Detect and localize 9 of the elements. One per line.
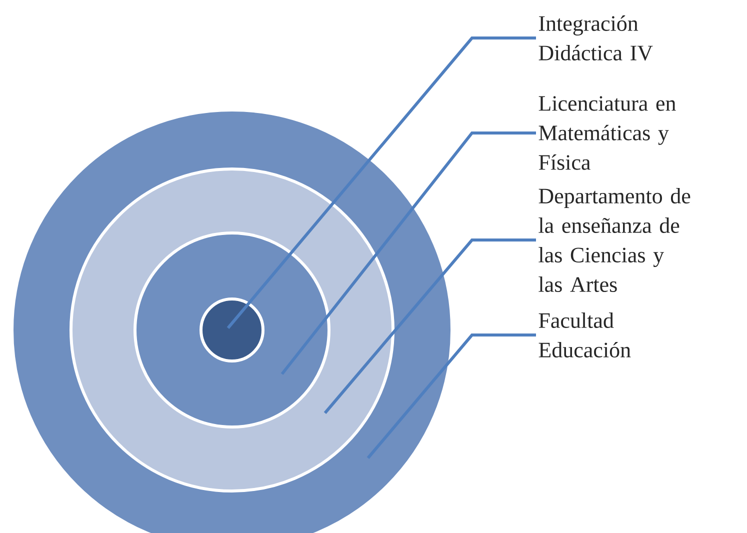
label-text: Departamento de la enseñanza de las Ciencias y las Artes bbox=[538, 188, 690, 292]
leader-line bbox=[280, 132, 536, 375]
ring bbox=[200, 298, 264, 362]
leader-line bbox=[226, 36, 536, 329]
leader-line bbox=[324, 238, 536, 414]
label-text: Integración Didáctica IV bbox=[538, 15, 653, 61]
label-text: Facultad Educación bbox=[538, 312, 631, 358]
label-text: Licenciatura en Matemáticas y Física bbox=[538, 96, 676, 170]
leader-line bbox=[366, 334, 536, 459]
